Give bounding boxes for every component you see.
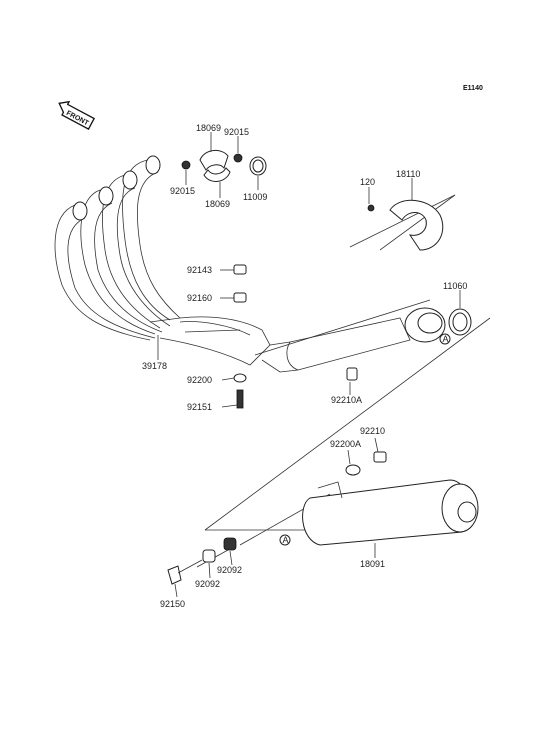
label-92151: 92151 xyxy=(187,402,212,412)
label-92160: 92160 xyxy=(187,293,212,303)
label-18069-bottom: 18069 xyxy=(205,199,230,209)
label-92143: 92143 xyxy=(187,265,212,275)
bolt-92151 xyxy=(236,389,244,409)
muffler-18091 xyxy=(302,479,479,546)
nut-92143 xyxy=(233,264,247,275)
washer-92200 xyxy=(233,373,247,383)
clamp-18069 xyxy=(199,150,231,182)
label-11009: 11009 xyxy=(243,192,267,202)
collar-92092-left xyxy=(202,549,216,563)
label-18110: 18110 xyxy=(396,169,420,179)
grommet-92092-right xyxy=(223,537,237,551)
bolt-120 xyxy=(367,204,375,212)
label-92200: 92200 xyxy=(187,375,212,385)
diagram-code: E1140 xyxy=(463,85,483,92)
label-92015-left: 92015 xyxy=(170,186,195,196)
washer-92200A xyxy=(345,464,361,476)
ref-marker-a-lower-label: A xyxy=(283,535,289,545)
collar-92160 xyxy=(233,292,247,303)
label-92210A: 92210A xyxy=(331,395,362,405)
label-18069-top: 18069 xyxy=(196,123,221,133)
exhaust-header-pipes xyxy=(54,155,446,373)
label-39178: 39178 xyxy=(142,361,167,371)
label-120: 120 xyxy=(360,177,375,187)
ref-marker-a-upper xyxy=(439,333,451,345)
collar-92210A xyxy=(346,367,358,381)
ref-marker-a-upper-label: A xyxy=(443,334,449,344)
label-92092-right: 92092 xyxy=(217,565,242,575)
label-11060: 11060 xyxy=(443,281,467,291)
leader-lines xyxy=(157,132,461,598)
label-92015-top: 92015 xyxy=(224,127,249,137)
collar-92210 xyxy=(373,451,387,463)
nut-92015-left xyxy=(181,160,191,170)
bolt-92150 xyxy=(167,565,182,585)
label-92210: 92210 xyxy=(360,426,385,436)
nut-92015-top xyxy=(233,153,243,163)
label-92092-left: 92092 xyxy=(195,579,220,589)
label-18091: 18091 xyxy=(360,559,385,569)
front-arrow-icon: FRONT xyxy=(58,100,96,130)
ref-marker-a-lower xyxy=(279,534,291,546)
heat-shield-18110 xyxy=(389,199,444,251)
label-92150: 92150 xyxy=(160,599,185,609)
label-92200A: 92200A xyxy=(330,439,361,449)
